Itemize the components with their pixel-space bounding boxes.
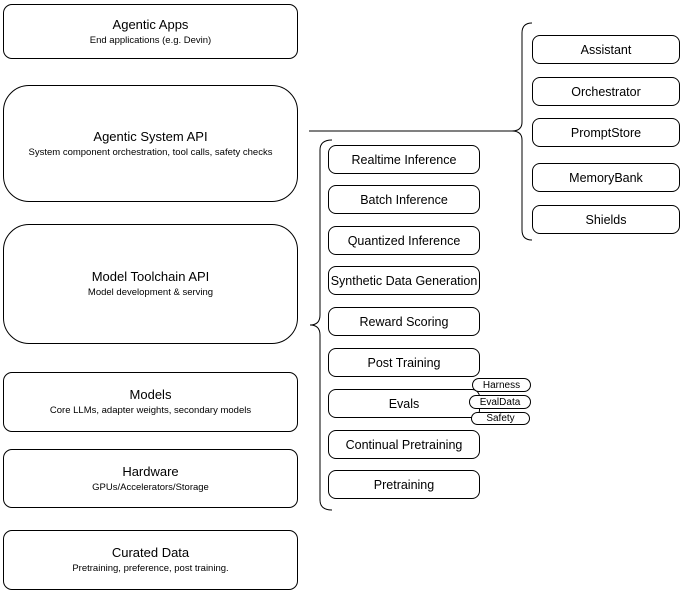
item-label: Reward Scoring <box>359 314 449 329</box>
item-label: PromptStore <box>570 125 642 140</box>
item-label: Realtime Inference <box>351 152 457 167</box>
layer-title: Agentic Apps <box>112 16 189 32</box>
layer-title: Hardware <box>122 463 179 479</box>
layer-title: Agentic System API <box>93 128 208 144</box>
layer-agentic-system-api: Agentic System API System component orch… <box>3 85 298 202</box>
layer-subtitle: Core LLMs, adapter weights, secondary mo… <box>49 405 252 416</box>
toolchain-item-reward-scoring: Reward Scoring <box>328 307 480 336</box>
toolchain-item-synthetic-data-generation: Synthetic Data Generation <box>328 266 480 295</box>
toolchain-item-evals: Evals <box>328 389 480 418</box>
item-label: Batch Inference <box>360 192 448 207</box>
system-component-shields: Shields <box>532 205 680 234</box>
system-component-promptstore: PromptStore <box>532 118 680 147</box>
system-component-memorybank: MemoryBank <box>532 163 680 192</box>
layer-subtitle: GPUs/Accelerators/Storage <box>92 481 209 493</box>
item-label: MemoryBank <box>569 170 643 185</box>
item-label: Synthetic Data Generation <box>330 273 478 288</box>
eval-tag-harness: Harness <box>472 378 531 392</box>
item-label: Quantized Inference <box>347 233 461 248</box>
pill-label: Safety <box>486 413 515 424</box>
layer-subtitle: End applications (e.g. Devin) <box>89 34 212 46</box>
layer-title: Models <box>129 387 172 402</box>
pill-label: Harness <box>482 379 521 391</box>
system-component-assistant: Assistant <box>532 35 680 64</box>
layer-curated-data: Curated Data Pretraining, preference, po… <box>3 530 298 590</box>
layer-subtitle: Model development & serving <box>87 287 214 298</box>
system-components-brace <box>511 22 533 241</box>
item-label: Shields <box>585 212 627 227</box>
item-label: Post Training <box>367 355 441 370</box>
layer-title: Curated Data <box>111 545 190 560</box>
item-label: Continual Pretraining <box>345 437 463 452</box>
toolchain-item-continual-pretraining: Continual Pretraining <box>328 430 480 459</box>
layer-subtitle: System component orchestration, tool cal… <box>28 146 273 158</box>
item-label: Evals <box>388 396 420 411</box>
eval-tag-safety: Safety <box>471 412 530 425</box>
toolchain-item-batch-inference: Batch Inference <box>328 185 480 214</box>
item-label: Assistant <box>580 42 632 57</box>
toolchain-item-quantized-inference: Quantized Inference <box>328 226 480 255</box>
pill-label: EvalData <box>479 396 521 408</box>
eval-tag-evaldata: EvalData <box>469 395 531 409</box>
toolchain-item-post-training: Post Training <box>328 348 480 377</box>
item-label: Pretraining <box>373 477 435 492</box>
toolchain-item-pretraining: Pretraining <box>328 470 480 499</box>
item-label: Orchestrator <box>571 84 641 99</box>
system-component-orchestrator: Orchestrator <box>532 77 680 106</box>
layer-model-toolchain-api: Model Toolchain API Model development & … <box>3 224 298 344</box>
layer-subtitle: Pretraining, preference, post training. <box>72 563 229 574</box>
layer-title: Model Toolchain API <box>91 269 210 284</box>
layer-models: Models Core LLMs, adapter weights, secon… <box>3 372 298 432</box>
layer-hardware: Hardware GPUs/Accelerators/Storage <box>3 449 298 508</box>
layer-agentic-apps: Agentic Apps End applications (e.g. Devi… <box>3 4 298 59</box>
toolchain-item-realtime-inference: Realtime Inference <box>328 145 480 174</box>
